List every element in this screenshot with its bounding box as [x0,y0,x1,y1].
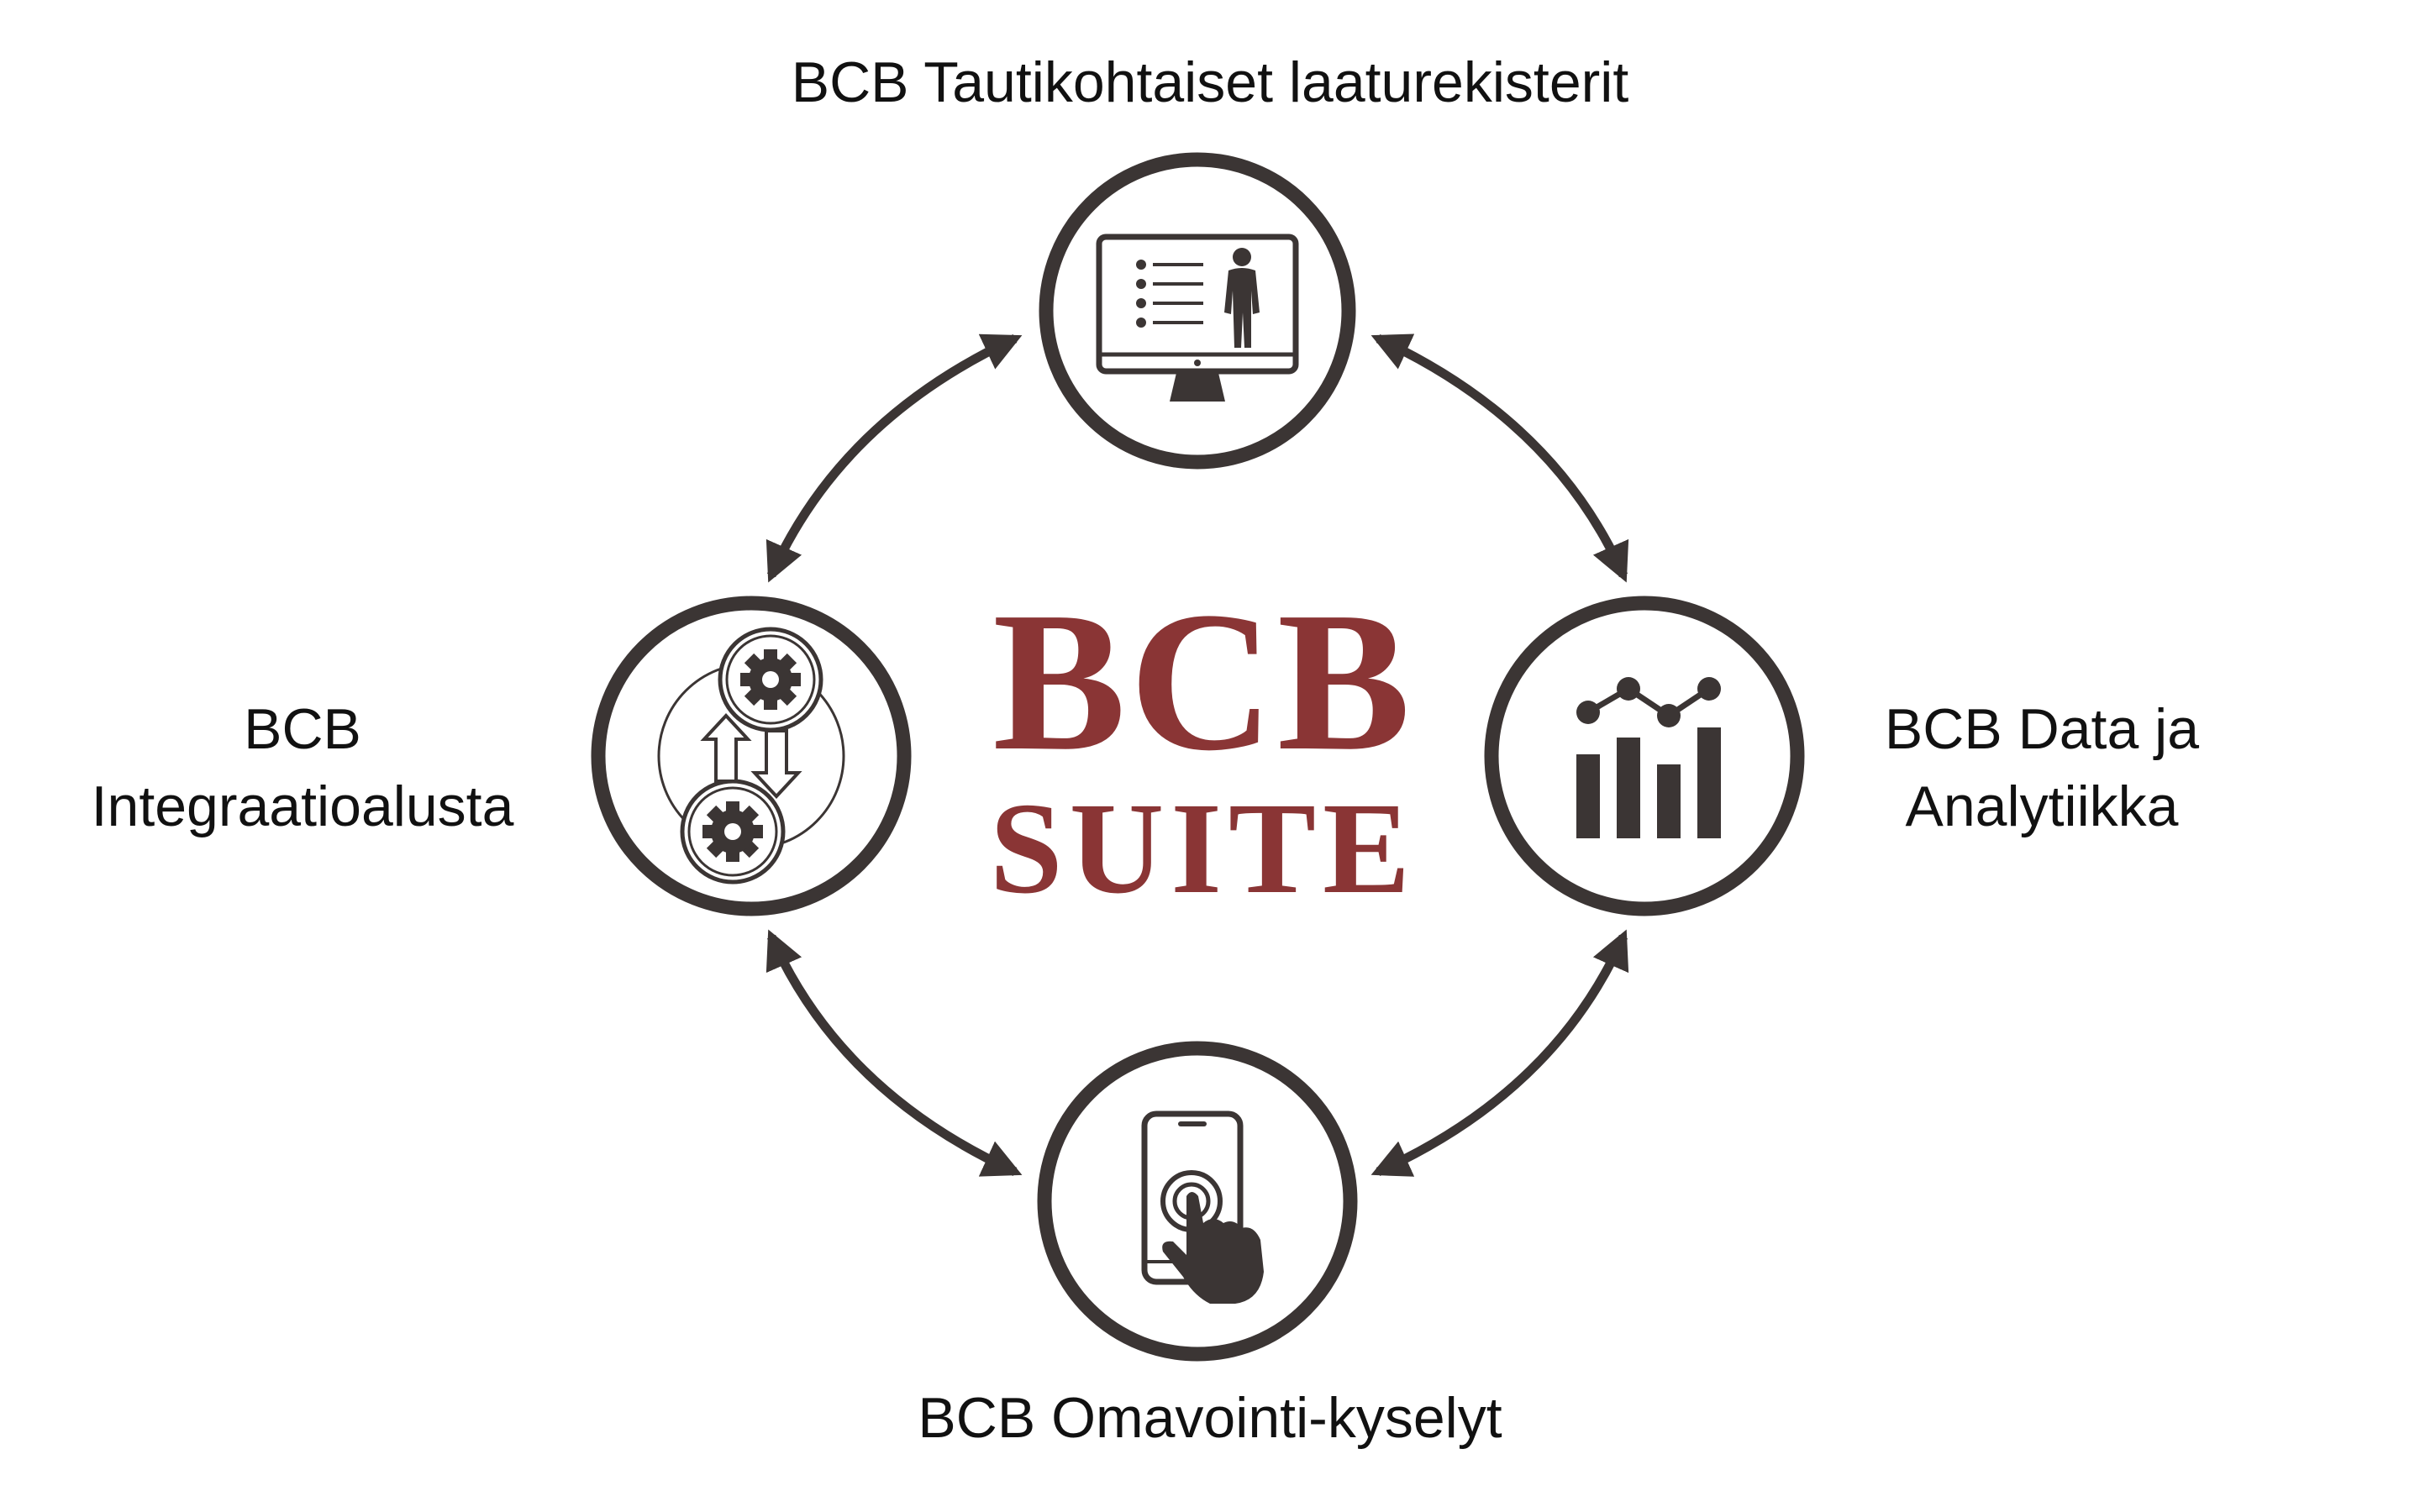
node-right-ring [1484,596,1805,916]
node-top-ring [1039,152,1356,470]
node-left-label-line2: Integraatioalusta [91,774,514,838]
connector-bottom-right [1370,929,1629,1177]
monitor-body-icon [1096,234,1299,402]
connectors [765,333,1629,1177]
node-top-label-text: BCB Tautikohtaiset laaturekisterit [791,50,1629,114]
bar-chart-icon [1576,677,1721,838]
brand-subtitle: SUITE [989,775,1418,921]
node-right-label: BCB Data ja Analytiikka [1885,690,2199,845]
brand-title: BCB [992,571,1414,792]
connector-top-right [1370,333,1629,583]
node-right-label-line2: Analytiikka [1905,774,2179,838]
node-left-label-line1: BCB [244,697,361,761]
sync-arrows-icon [700,713,802,799]
node-left-label: BCB Integraatioalusta [92,690,514,845]
connector-bottom-left [765,929,1023,1177]
node-bottom-label-text: BCB Omavointi-kyselyt [918,1386,1502,1450]
node-top-label: BCB Tautikohtaiset laaturekisterit [792,44,1629,121]
smartphone-touch-icon [1141,1110,1264,1304]
connector-top-left [765,333,1023,583]
gear-bottom-icon [680,779,786,885]
node-right-label-line1: BCB Data ja [1884,697,2200,761]
gears-sync-icon [657,627,845,885]
node-bottom-label: BCB Omavointi-kyselyt [918,1379,1502,1457]
node-left-ring [591,596,912,916]
gear-top-icon [718,627,823,732]
